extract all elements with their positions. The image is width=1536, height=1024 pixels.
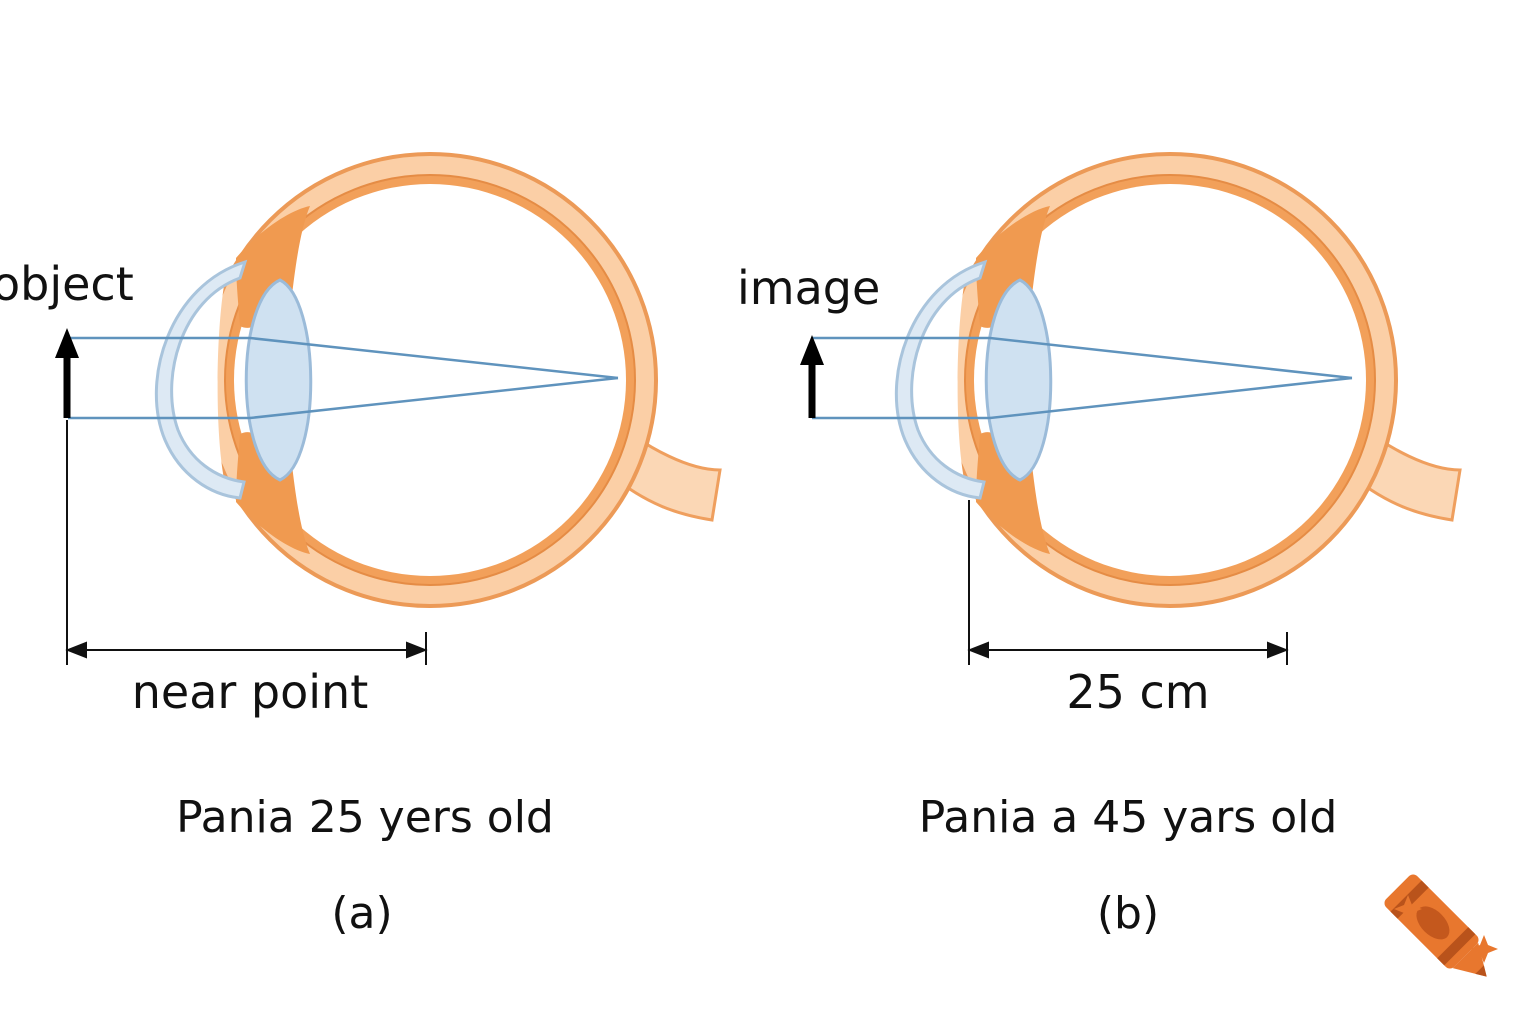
distance-25cm-label: 25 cm <box>1066 665 1209 719</box>
caption-b: Pania a 45 yars old <box>919 792 1338 843</box>
eye-diagram-b <box>878 152 1462 608</box>
object-arrow-a <box>55 328 79 418</box>
distance-marker-a <box>65 420 428 665</box>
light-rays-a <box>68 336 619 420</box>
image-arrow-b <box>800 335 824 418</box>
image-label: image <box>737 261 880 315</box>
panel-b: image 25 cm Pania a 45 yars old (b) <box>737 152 1462 939</box>
sparkle-icon <box>1394 895 1498 963</box>
panel-letter-b: (b) <box>1097 888 1159 939</box>
caption-a: Pania 25 yers old <box>176 792 554 843</box>
panel-letter-a: (a) <box>331 888 392 939</box>
near-point-label: near point <box>132 665 369 719</box>
object-label: object <box>0 257 134 311</box>
eye-diagram-a <box>138 152 722 608</box>
light-rays-b <box>812 336 1353 420</box>
crayon-logo-icon <box>1384 874 1487 977</box>
panel-a: object near point Pania 25 yers old (a) <box>0 152 722 939</box>
distance-marker-b <box>967 500 1289 665</box>
